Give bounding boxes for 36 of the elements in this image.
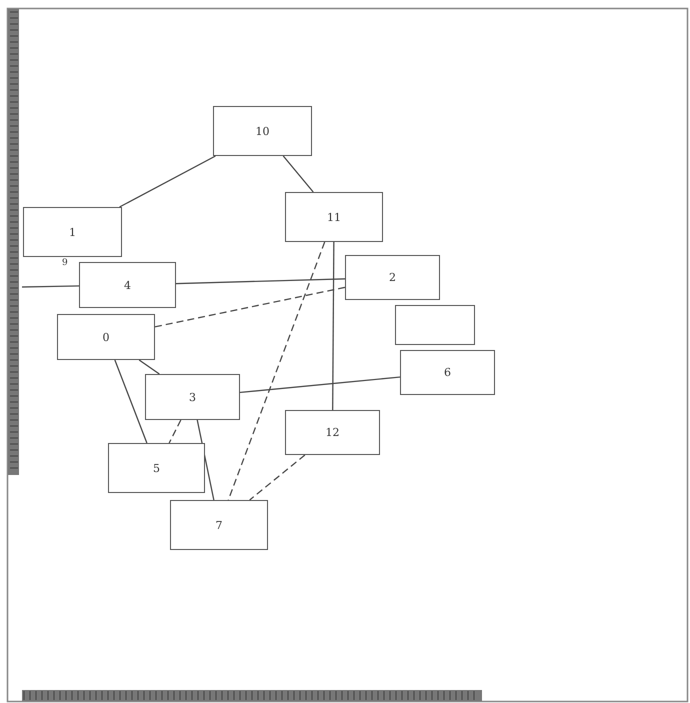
connector-line <box>282 156 314 192</box>
process-box <box>23 207 122 257</box>
node-label: 2 <box>389 271 396 284</box>
connector-line <box>22 285 80 288</box>
connector-line <box>154 286 346 328</box>
connector-line <box>249 454 306 500</box>
process-box <box>108 443 205 493</box>
process-box <box>395 305 475 345</box>
process-box <box>79 262 176 308</box>
connector-line <box>114 360 148 444</box>
connector-line <box>168 420 182 444</box>
node-label: 7 <box>216 518 222 532</box>
process-box <box>400 350 495 395</box>
process-box <box>285 192 383 242</box>
process-box <box>213 106 312 156</box>
node-label: 10 <box>256 124 270 138</box>
process-box <box>345 255 440 300</box>
node-label: 4 <box>124 278 131 292</box>
connector-line <box>240 376 400 394</box>
node-label: 3 <box>189 390 196 404</box>
node-label: 9 <box>62 258 68 268</box>
node-label: 1 <box>69 226 76 238</box>
process-box <box>170 500 268 550</box>
process-box <box>57 314 155 360</box>
connector-line <box>228 242 326 500</box>
connector-line <box>332 242 334 410</box>
node-label: 5 <box>153 462 160 474</box>
node-label: 0 <box>102 330 110 344</box>
process-box <box>145 374 240 420</box>
connector-line <box>138 360 160 374</box>
connector-line <box>176 278 346 284</box>
node-label: 12 <box>326 426 340 439</box>
connector-line <box>119 155 216 208</box>
node-label: 11 <box>327 210 341 224</box>
node-label: 6 <box>444 366 451 379</box>
process-box <box>285 410 380 455</box>
